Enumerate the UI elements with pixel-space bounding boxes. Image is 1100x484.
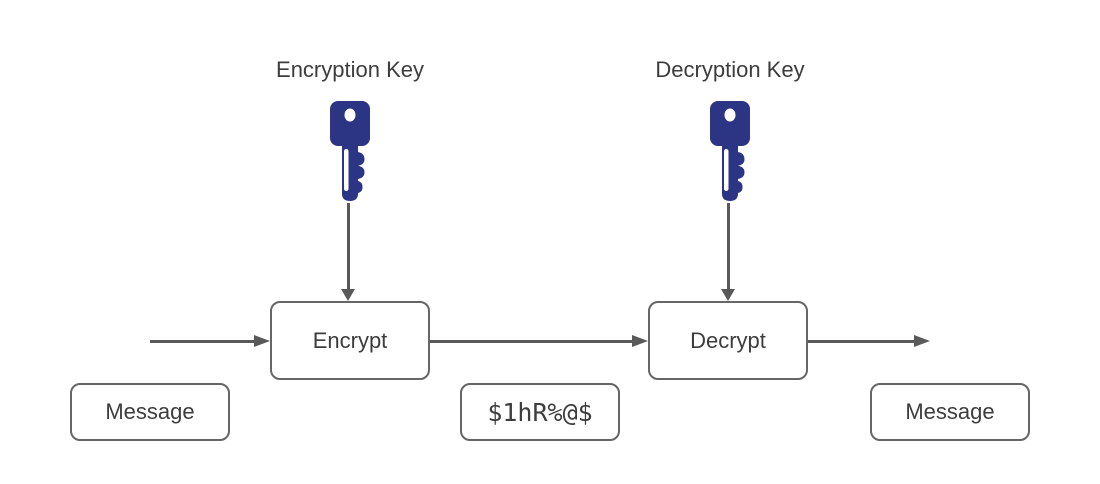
message-output-box: Message bbox=[870, 383, 1030, 441]
encrypt-box-label: Encrypt bbox=[312, 327, 388, 353]
message-output-label: Message bbox=[905, 399, 995, 424]
input-arrowhead-icon bbox=[254, 335, 270, 347]
output-arrowhead-icon bbox=[914, 335, 930, 347]
encryption-key-icon bbox=[330, 101, 370, 201]
decryption-key-arrow-line bbox=[727, 203, 730, 290]
encrypt-box: Encrypt bbox=[270, 301, 430, 380]
message-input-box: Message bbox=[70, 383, 230, 441]
ciphertext-label: $1hR%@$ bbox=[487, 397, 593, 427]
decryption-key-icon bbox=[710, 101, 750, 201]
ciphertext-arrow-line bbox=[430, 340, 633, 343]
decrypt-box: Decrypt bbox=[648, 301, 808, 380]
output-arrow-line bbox=[808, 340, 915, 343]
ciphertext-arrowhead-icon bbox=[632, 335, 648, 347]
message-input-label: Message bbox=[105, 399, 195, 424]
encryption-key-arrowhead-icon bbox=[341, 289, 355, 301]
encryption-key-label: Encryption Key bbox=[276, 57, 424, 82]
decryption-key-label: Decryption Key bbox=[655, 57, 805, 82]
encryption-key-arrow-line bbox=[347, 203, 350, 290]
ciphertext-box: $1hR%@$ bbox=[460, 383, 620, 441]
decryption-key-arrowhead-icon bbox=[721, 289, 735, 301]
input-arrow-line bbox=[150, 340, 255, 343]
decrypt-box-label: Decrypt bbox=[690, 327, 766, 353]
